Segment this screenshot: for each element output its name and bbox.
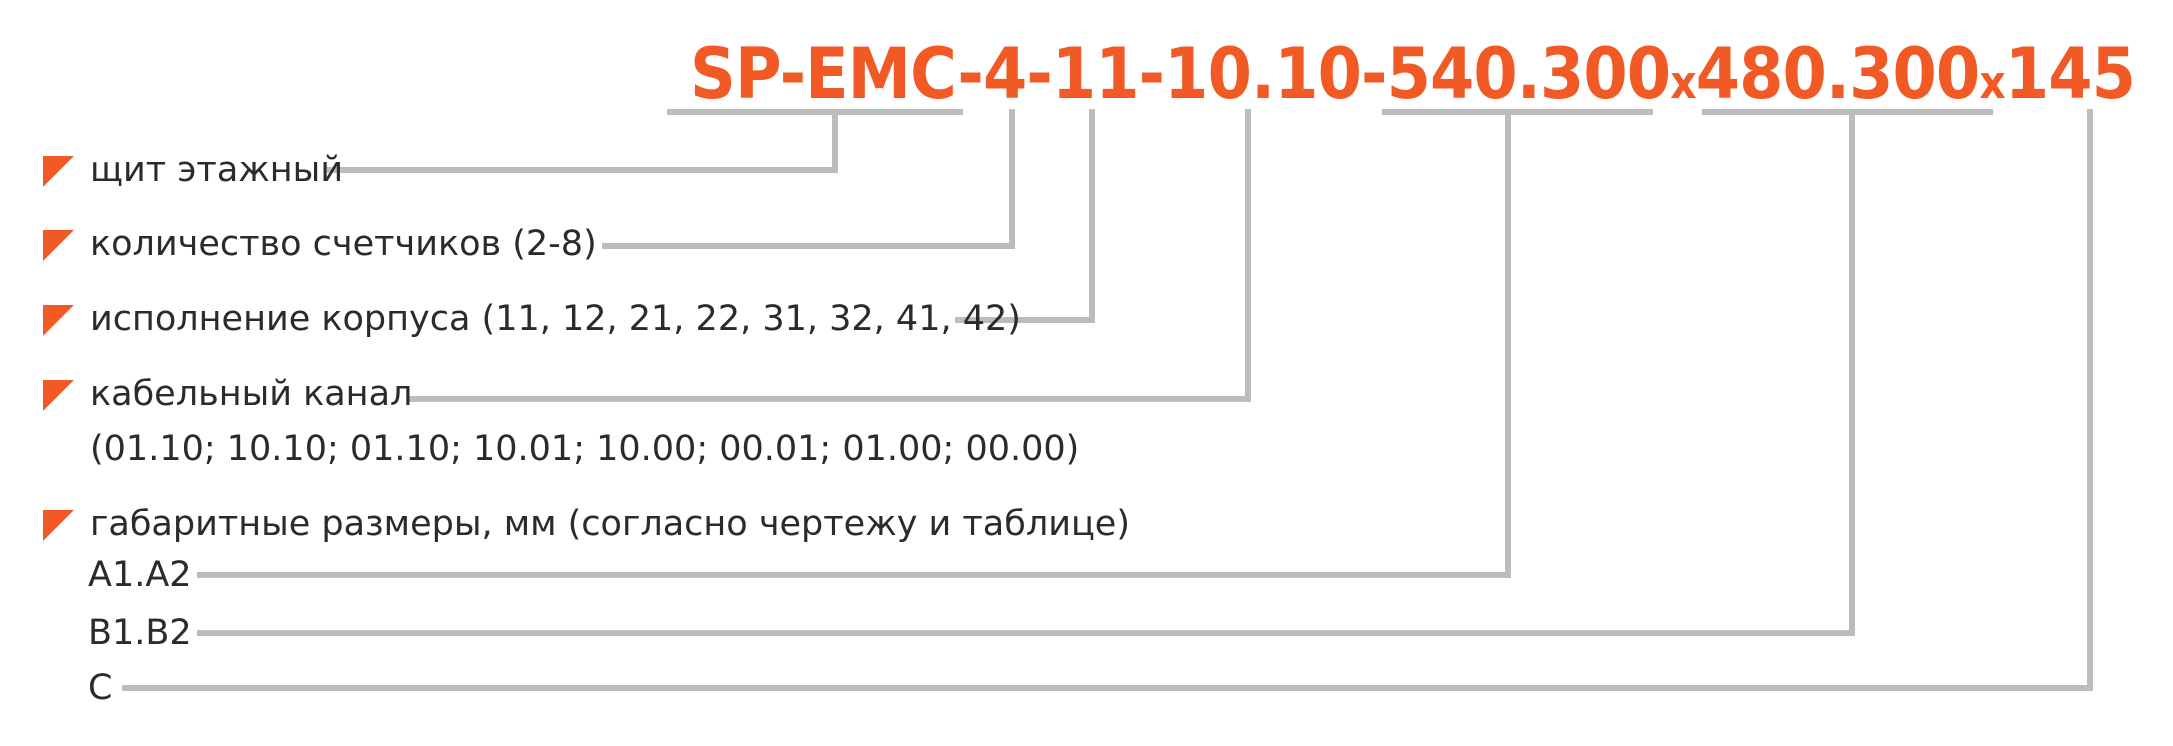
label-dimensions: габаритные размеры, мм (согласно чертежу… — [90, 504, 1130, 544]
code-sep-4: - — [1361, 33, 1387, 115]
leader-dim-a — [197, 109, 1653, 578]
label-dim-b: B1.B2 — [88, 613, 192, 653]
code-times-2: x — [1979, 56, 2005, 109]
code-cable-channel: 10.10 — [1164, 33, 1361, 115]
product-code-text: SP-EMC-4-11-10.10-540.300x480.300x145 — [690, 33, 2135, 115]
bullet-marker-icon — [43, 230, 74, 261]
code-meter-count: 4 — [983, 33, 1026, 115]
label-dim-a: A1.A2 — [88, 555, 192, 595]
leader-housing-version — [955, 109, 1095, 323]
code-dim-c: 145 — [2005, 33, 2135, 115]
label-cable-channel-options: (01.10; 10.10; 01.10; 10.01; 10.00; 00.0… — [90, 429, 1080, 469]
label-meter-count: количество счетчиков (2-8) — [90, 224, 597, 264]
code-sep-3: - — [1139, 33, 1165, 115]
product-code: SP-EMC-4-11-10.10-540.300x480.300x145 — [690, 33, 2135, 115]
label-dim-c: C — [88, 668, 113, 708]
label-housing-version: исполнение корпуса (11, 12, 21, 22, 31, … — [90, 299, 1021, 339]
leader-dim-c — [122, 109, 2093, 691]
leader-cable-channel — [409, 109, 1251, 402]
bullet-marker-icon — [43, 305, 74, 336]
code-sep-1: - — [957, 33, 983, 115]
code-series: SP-EMC — [690, 33, 957, 115]
code-housing: 11 — [1052, 33, 1139, 115]
bullet-marker-icon — [43, 510, 74, 541]
leader-dim-b — [197, 109, 1993, 636]
code-times-1: x — [1670, 56, 1696, 109]
label-cable-channel: кабельный канал — [90, 374, 413, 414]
code-sep-2: - — [1026, 33, 1052, 115]
bullet-marker-icon — [43, 156, 74, 187]
label-floor-panel: щит этажный — [90, 150, 344, 190]
leader-meter-count — [602, 109, 1015, 249]
bullet-marker-icon — [43, 380, 74, 411]
leader-floor-panel — [327, 109, 963, 173]
code-dim-a: 540.300 — [1387, 33, 1671, 115]
code-dim-b: 480.300 — [1696, 33, 1980, 115]
